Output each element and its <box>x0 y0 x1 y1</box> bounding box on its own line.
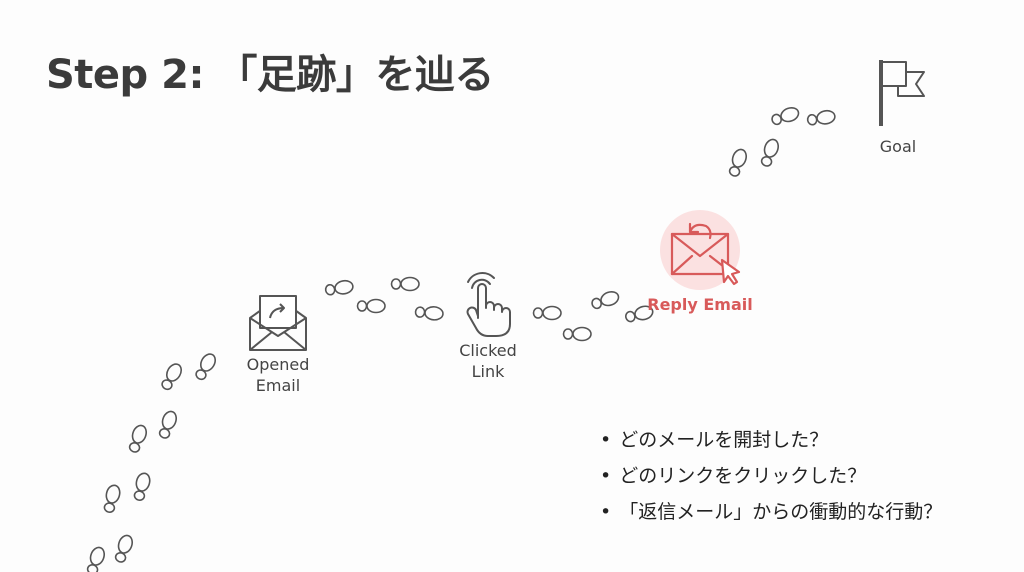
footprint-icon <box>728 148 748 177</box>
footprint-icon <box>324 279 354 296</box>
opened-label-1: Opened <box>246 355 310 374</box>
clicked-link-node: Clicked Link <box>448 270 528 382</box>
footprint-icon <box>158 410 178 439</box>
opened-label-2: Email <box>255 376 301 395</box>
bullet-item: どのリンクをクリックした？ <box>600 461 942 488</box>
bullet-item: どのメールを開封した？ <box>600 425 942 452</box>
footprint-icon <box>806 109 836 126</box>
slide-title: Step 2: 「足跡」を辿る <box>46 52 494 98</box>
bullet-item: 「返信メール」からの衝動的な行動？ <box>600 497 942 524</box>
goal-label: Goal <box>879 137 917 156</box>
footprint-icon <box>771 106 800 126</box>
reply-email-label: Reply Email <box>647 295 753 314</box>
footprint-icon <box>86 546 106 572</box>
reply-email-node: Reply Email <box>640 210 760 315</box>
footprint-icon <box>161 363 183 391</box>
hand-click-icon <box>466 272 511 337</box>
reply-envelope-icon <box>660 210 741 290</box>
footprint-icon <box>414 306 444 321</box>
clicked-label-1: Clicked <box>459 341 517 360</box>
footprint-icon <box>390 276 420 292</box>
footprint-icon <box>760 138 780 167</box>
footprint-icon <box>114 534 134 563</box>
footprint-icon <box>532 305 562 321</box>
footprint-icon <box>195 353 217 381</box>
footprint-icon <box>562 326 592 342</box>
footprint-icon <box>625 305 654 323</box>
goal-node: Goal <box>868 56 928 157</box>
footprint-icon <box>591 290 620 310</box>
open-envelope-icon <box>249 295 307 351</box>
opened-email-node: Opened Email <box>238 292 318 396</box>
footprint-icon <box>128 424 148 453</box>
clicked-label-2: Link <box>471 362 505 381</box>
footprint-icon <box>356 298 386 314</box>
footprint-icon <box>133 472 151 501</box>
flag-icon <box>879 60 925 126</box>
question-list: どのメールを開封した？ どのリンクをクリックした？ 「返信メール」からの衝動的な… <box>600 425 942 533</box>
footprint-icon <box>103 484 121 513</box>
